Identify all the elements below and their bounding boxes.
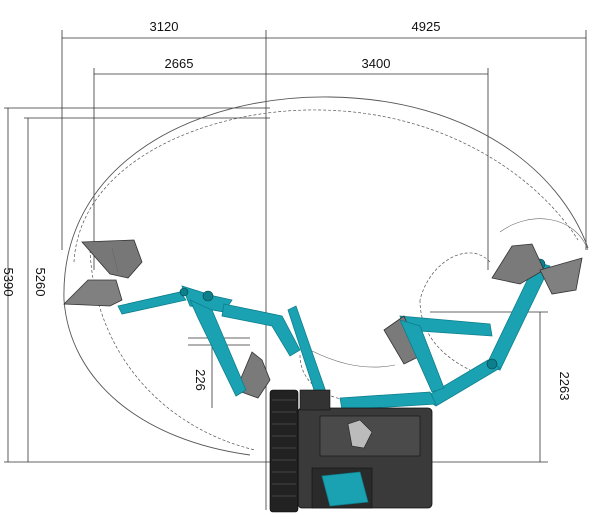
working-envelope <box>63 96 589 456</box>
dim-right-vertical: 2263 <box>557 372 572 401</box>
bucket-left-upper <box>81 239 143 279</box>
dimension-lines-top <box>61 30 587 270</box>
bucket-right-raised <box>491 243 583 295</box>
tracks <box>269 389 299 513</box>
dim-second-right: 3400 <box>362 56 391 71</box>
machine-body <box>297 389 433 509</box>
dim-small-vertical: 226 <box>193 369 208 391</box>
arm-right <box>339 258 551 411</box>
dim-left-outer: 5390 <box>1 268 16 297</box>
bucket-left-lower <box>63 279 123 307</box>
dimension-right <box>430 311 548 463</box>
dimension-lines-left <box>4 107 270 463</box>
dim-top-left: 3120 <box>150 19 179 34</box>
dim-top-right: 4925 <box>412 19 441 34</box>
dim-left-inner: 5260 <box>33 268 48 297</box>
dim-second-left: 2665 <box>165 56 194 71</box>
arm-left <box>117 285 327 397</box>
